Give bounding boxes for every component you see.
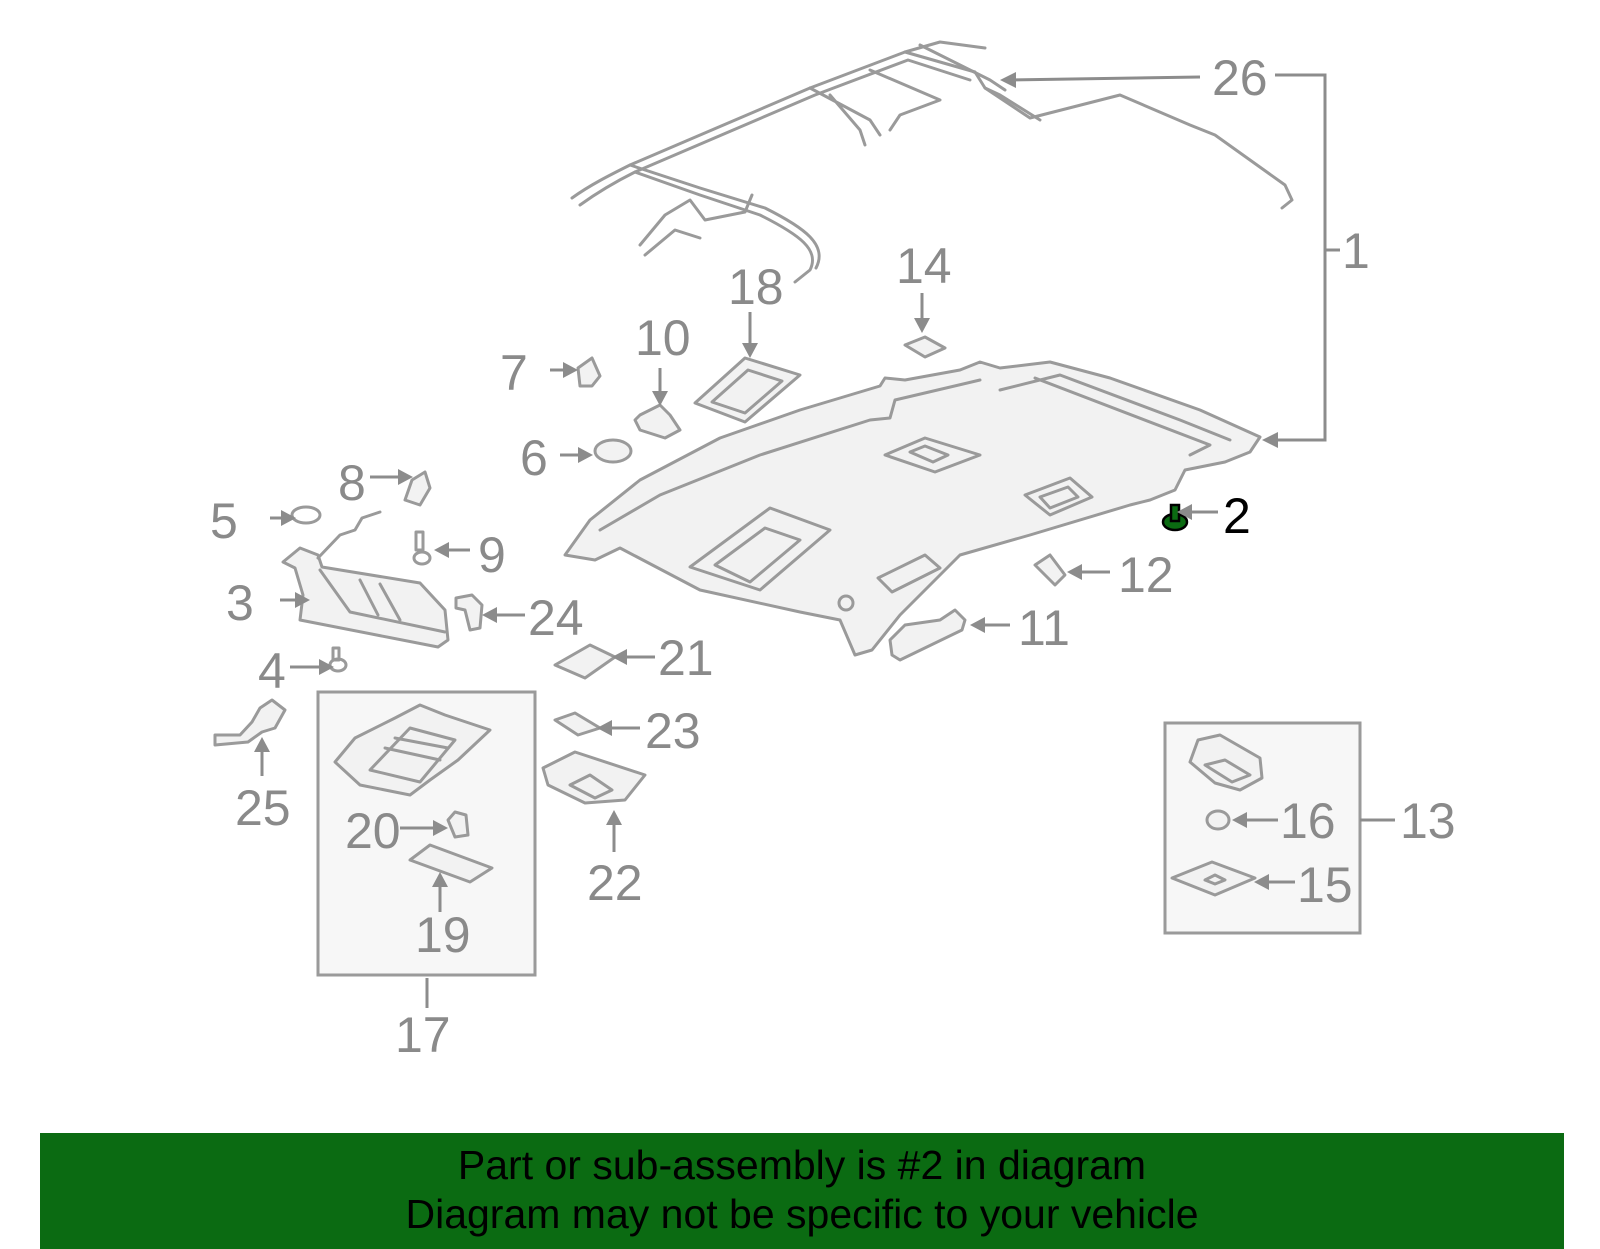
callout-19: 19 [415, 907, 471, 963]
callout-20: 20 [345, 803, 401, 859]
callout-2: 2 [1223, 488, 1251, 544]
part-3-sun-visor[interactable] [281, 510, 450, 649]
part-18-lamp-assembly[interactable] [693, 356, 802, 424]
part-26-wiring-harness[interactable] [570, 40, 1294, 284]
part-7-clip[interactable] [576, 356, 602, 388]
callout-18: 18 [728, 259, 784, 315]
part-21-bracket[interactable] [553, 643, 617, 680]
callout-22: 22 [587, 855, 643, 911]
callout-8: 8 [338, 455, 366, 511]
part-2-clip[interactable] [1161, 503, 1189, 532]
part-24-clip[interactable] [454, 593, 484, 632]
part-9-screw[interactable] [412, 530, 432, 566]
part-22-bracket[interactable] [541, 750, 647, 805]
callout-12: 12 [1118, 547, 1174, 603]
callout-1: 1 [1342, 223, 1370, 279]
callout-6: 6 [520, 430, 548, 486]
part-11-handle[interactable] [888, 608, 967, 662]
group-box-17 [316, 690, 537, 977]
leader-lines [254, 72, 1395, 1008]
part-8-bracket[interactable] [403, 470, 432, 507]
footer-banner: Part or sub-assembly is #2 in diagram Di… [40, 1133, 1564, 1249]
part-12-bracket[interactable] [1033, 553, 1067, 587]
part-5-washer[interactable] [290, 505, 322, 525]
callout-10: 10 [635, 310, 691, 366]
callout-9: 9 [478, 527, 506, 583]
callout-15: 15 [1297, 857, 1353, 913]
callout-3: 3 [226, 575, 254, 631]
group-box-13 [1163, 721, 1362, 935]
part-1-headliner[interactable] [563, 360, 1262, 657]
callout-16: 16 [1280, 793, 1336, 849]
part-14-bezel[interactable] [903, 335, 947, 359]
callout-17: 17 [395, 1007, 451, 1063]
callout-24: 24 [528, 590, 584, 646]
callout-14: 14 [896, 238, 952, 294]
callout-4: 4 [258, 643, 286, 699]
callout-23: 23 [645, 703, 701, 759]
callout-21: 21 [658, 630, 714, 686]
footer-line-2: Diagram may not be specific to your vehi… [405, 1191, 1199, 1237]
footer-line-1: Part or sub-assembly is #2 in diagram [457, 1142, 1147, 1188]
part-23-pad[interactable] [553, 711, 602, 737]
part-25-harness[interactable] [213, 698, 287, 747]
callout-13: 13 [1400, 793, 1456, 849]
parts-diagram: 26 1 2 3 4 5 6 7 8 9 10 11 12 13 14 15 1… [210, 40, 1456, 1063]
callout-labels: 26 1 2 3 4 5 6 7 8 9 10 11 12 13 14 15 1… [210, 50, 1456, 1063]
part-10-bracket[interactable] [633, 403, 682, 440]
callout-25: 25 [235, 780, 291, 836]
callout-5: 5 [210, 493, 238, 549]
callout-26: 26 [1212, 50, 1268, 106]
callout-11: 11 [1018, 600, 1070, 656]
callout-7: 7 [500, 345, 528, 401]
part-6-plug[interactable] [593, 438, 633, 464]
